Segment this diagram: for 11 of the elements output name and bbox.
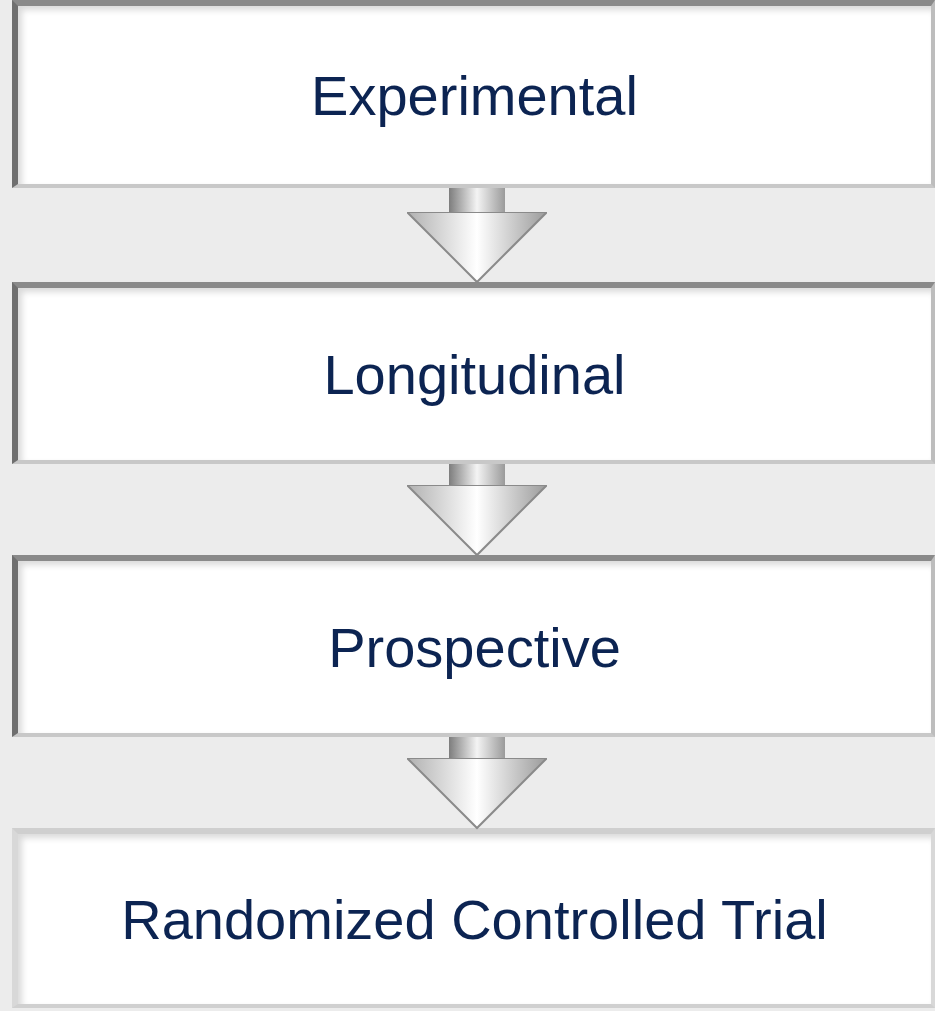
process-box — [12, 828, 935, 1008]
box-label: Prospective — [328, 614, 621, 680]
down-arrow — [406, 188, 548, 283]
down-arrow — [406, 464, 548, 556]
process-box — [12, 282, 935, 464]
process-box — [12, 0, 935, 188]
box-label: Longitudinal — [323, 341, 626, 407]
process-box — [12, 555, 935, 737]
box-label: Experimental — [311, 62, 638, 128]
box-label: Randomized Controlled Trial — [121, 886, 828, 952]
down-arrow — [406, 737, 548, 829]
